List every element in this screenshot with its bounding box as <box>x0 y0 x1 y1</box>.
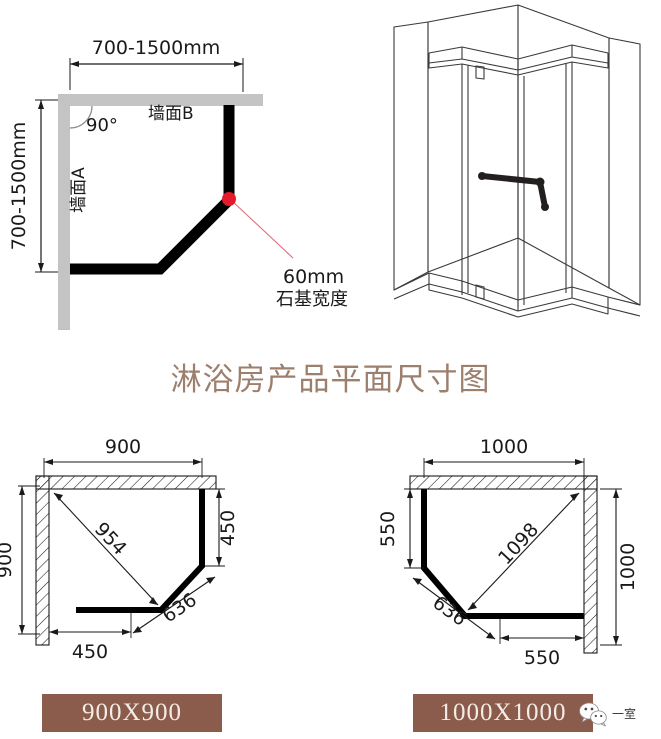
right-stile <box>565 62 573 295</box>
plan-900-svg: 900 900 <box>0 436 239 663</box>
callout-text: 石基宽度 <box>276 289 348 310</box>
shower-profile-900 <box>76 489 205 613</box>
plan-1000-svg: 1000 550 <box>377 436 639 669</box>
size-banner-1000: 1000X1000 <box>413 694 593 732</box>
wall-right <box>583 475 598 654</box>
door-hinge-stile <box>461 64 469 295</box>
dimension-left-550: 550 <box>377 488 424 569</box>
dim-bottom-label: 550 <box>524 647 560 669</box>
dimension-right-450: 450 <box>205 488 239 567</box>
plan-drawing-900: 900 900 <box>0 420 336 682</box>
dimension-bevel-636: 636 <box>412 577 496 640</box>
size-banner-900: 900X900 <box>42 694 222 732</box>
page-title: 淋浴房产品平面尺寸图 <box>170 362 491 398</box>
left-wall-panel <box>393 21 429 291</box>
wall-left <box>35 475 50 646</box>
dim-bevel-label: 636 <box>158 589 200 628</box>
dim-bottom-label: 450 <box>72 641 108 663</box>
dimension-bevel-636: 636 <box>132 576 216 634</box>
shower-profile-1000 <box>421 489 584 619</box>
dimension-bottom-550: 550 <box>499 618 585 669</box>
dim-right-label: 450 <box>217 510 239 546</box>
wall-top <box>409 475 598 490</box>
top-dimension-group: 700-1500mm <box>69 37 244 92</box>
angle-label: 90° <box>86 115 118 136</box>
render-svg <box>393 4 641 318</box>
wall-a-shape <box>58 94 70 330</box>
shower-base-profile <box>70 105 235 275</box>
dim-top-label: 1000 <box>480 436 528 458</box>
dimension-right-1000: 1000 <box>600 488 639 646</box>
dim-bevel-label: 636 <box>428 592 470 631</box>
dim-diagonal-label: 954 <box>90 518 131 560</box>
dimension-top-1000: 1000 <box>423 436 585 478</box>
dim-diagonal-label: 1098 <box>494 519 543 569</box>
center-mullion <box>517 75 525 307</box>
callout-value: 60mm <box>283 266 344 288</box>
top-bracket <box>475 65 485 80</box>
top-dimension-label: 700-1500mm <box>92 37 221 59</box>
plan-drawing-1000: 1000 550 <box>372 420 652 682</box>
wechat-icon <box>579 702 607 727</box>
watermark-text: 一室 <box>612 706 637 721</box>
right-angle-arc <box>69 105 93 129</box>
corner-layout-schematic: 700-1500mm 700-1500mm 90° 墙面B 墙面A <box>0 0 370 330</box>
floor-lines <box>393 272 641 317</box>
wall-top <box>35 475 217 490</box>
dim-top-label: 900 <box>105 436 141 458</box>
dimension-top-900: 900 <box>43 436 203 478</box>
left-dimension-group: 700-1500mm <box>8 99 78 273</box>
dimension-left-900: 900 <box>0 485 40 635</box>
right-wall-panel <box>608 37 641 306</box>
wall-b-shape <box>58 94 263 106</box>
dim-left-label: 550 <box>377 511 399 547</box>
door-handle <box>479 173 548 210</box>
dimension-diagonal-1098: 1098 <box>467 492 580 611</box>
schematic-svg: 700-1500mm 700-1500mm 90° 墙面B 墙面A <box>8 37 348 330</box>
door-handle-endcaps <box>478 172 549 211</box>
dim-left-label: 900 <box>0 542 16 578</box>
corner-wall-left <box>427 4 519 273</box>
wall-a-label: 墙面A <box>69 167 89 213</box>
dim-right-label: 1000 <box>617 543 639 591</box>
left-dimension-label: 700-1500mm <box>8 122 30 251</box>
base-bracket <box>475 284 485 300</box>
callout-leader-line <box>230 199 294 259</box>
dimension-diagonal-954: 954 <box>53 492 159 606</box>
wall-b-label: 墙面B <box>148 104 194 124</box>
dimension-bottom-450: 450 <box>48 612 132 663</box>
base-width-marker <box>222 192 236 206</box>
watermark: 一室 <box>578 694 658 734</box>
enclosure-3d-render <box>372 0 661 330</box>
